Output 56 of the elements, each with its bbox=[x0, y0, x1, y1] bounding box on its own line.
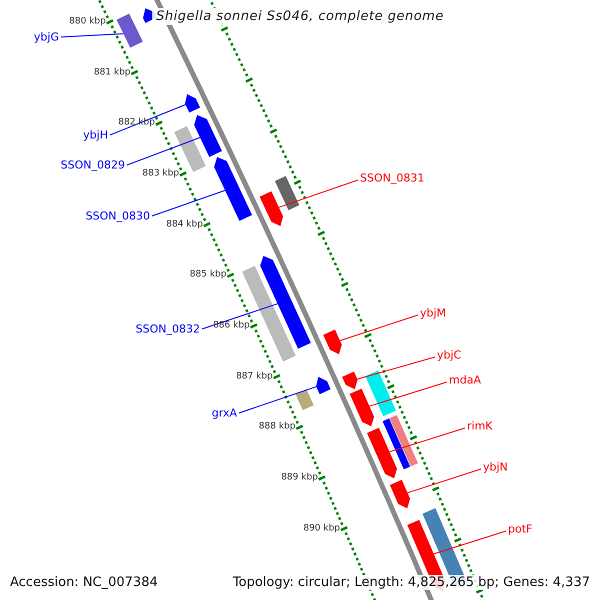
gene-feature bbox=[365, 370, 396, 416]
gene-feature bbox=[316, 376, 331, 394]
scale-label: 882 kbp bbox=[118, 118, 155, 129]
gene-feature bbox=[260, 191, 284, 226]
gene-label: SSON_0829 bbox=[60, 158, 125, 172]
gene-feature bbox=[116, 14, 143, 48]
gene-feature bbox=[367, 428, 397, 478]
scale-label: 885 kbp bbox=[190, 270, 226, 281]
gene-feature bbox=[296, 389, 314, 410]
gene-label: rimK bbox=[467, 420, 493, 432]
gene-feature bbox=[382, 418, 410, 470]
leader-line bbox=[368, 382, 448, 407]
leader-line bbox=[407, 468, 482, 494]
leader-line bbox=[278, 180, 358, 208]
gene-label: ybjN bbox=[483, 460, 508, 474]
leader-line bbox=[60, 33, 124, 38]
gene-label: SSON_0830 bbox=[86, 210, 150, 222]
gene-feature bbox=[350, 388, 374, 426]
leader-line bbox=[238, 386, 317, 414]
accession-text: Accession: NC_007384 bbox=[8, 575, 160, 590]
gene-label: ybjC bbox=[437, 348, 462, 362]
scale-label: 889 kbp bbox=[281, 472, 318, 484]
gene-feature bbox=[342, 372, 358, 390]
scale-label: 888 kbp bbox=[258, 422, 296, 433]
gene-label: mdaA bbox=[449, 374, 481, 386]
gene-feature bbox=[390, 415, 418, 466]
scale-label: 886 kbp bbox=[213, 320, 250, 332]
gene-feature bbox=[274, 176, 300, 210]
scale-label: 884 kbp bbox=[166, 219, 203, 230]
gene-feature bbox=[194, 115, 222, 157]
gene-feature bbox=[260, 256, 311, 349]
scale-label: 890 kbp bbox=[303, 523, 340, 534]
gene-feature bbox=[323, 330, 342, 354]
gene-label: potF bbox=[508, 522, 532, 536]
leader-line bbox=[356, 356, 436, 380]
scale-label: 883 kbp bbox=[142, 168, 180, 180]
gene-label: ybjG bbox=[34, 30, 59, 44]
leader-line bbox=[152, 190, 226, 216]
leader-line bbox=[202, 303, 278, 330]
genome-info-text: Topology: circular; Length: 4,825,265 bp; Genes: 4,337 bbox=[230, 575, 592, 590]
leader-line bbox=[126, 137, 201, 166]
gene-feature bbox=[214, 157, 252, 221]
leader-line bbox=[389, 428, 466, 452]
leader-line bbox=[110, 104, 186, 136]
scale-label: 881 kbp bbox=[94, 67, 131, 78]
leader-line bbox=[433, 530, 506, 554]
gene-feature bbox=[390, 480, 410, 508]
gene-label: grxA bbox=[212, 406, 237, 420]
scale-label: 887 kbp bbox=[236, 371, 273, 382]
gene-label: ybjH bbox=[83, 128, 108, 142]
gene-label: SSON_0831 bbox=[360, 172, 424, 184]
gene-label: SSON_0832 bbox=[136, 322, 200, 336]
leader-line bbox=[340, 314, 418, 342]
gene-feature bbox=[185, 94, 200, 113]
gene-label: ybjM bbox=[420, 306, 446, 320]
scale-label: 880 kbp bbox=[69, 16, 106, 28]
